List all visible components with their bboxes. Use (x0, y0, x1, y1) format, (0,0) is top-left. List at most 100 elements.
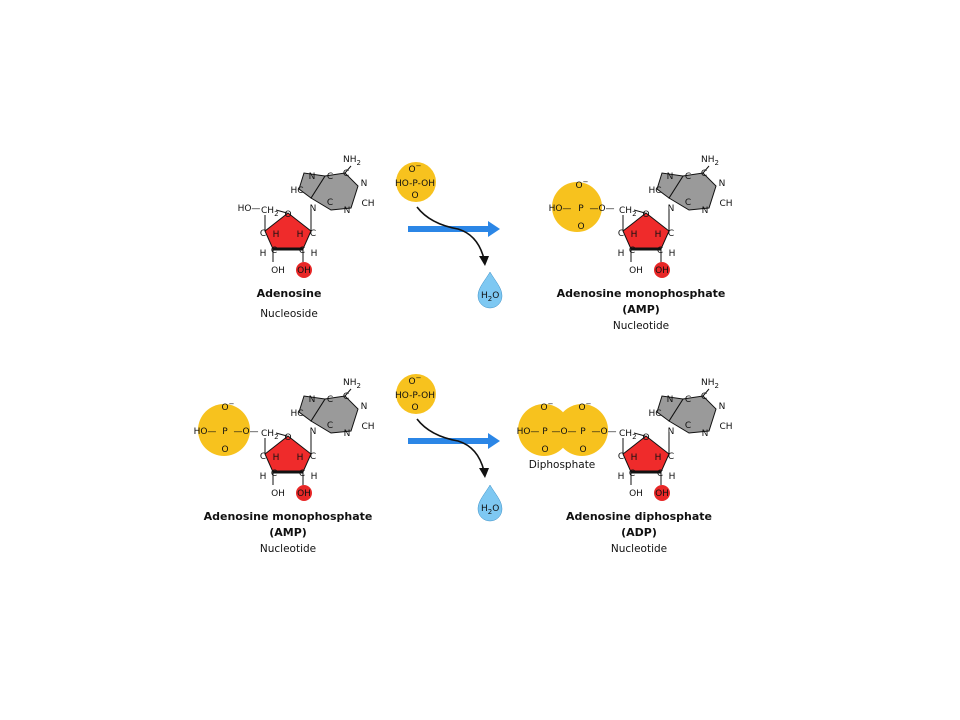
nitrogen-7: N (667, 395, 674, 405)
ring-oxygen: O (284, 210, 291, 220)
carbon-2: C (299, 469, 305, 479)
carbon-2: C (657, 246, 663, 256)
phosphate-a-o-bottom: O (541, 445, 548, 455)
hydroxyl-3: OH (629, 489, 643, 499)
carbon-1: C (668, 452, 674, 462)
product-2-class: Nucleotide (611, 543, 667, 555)
carbon-4: C (618, 452, 624, 462)
hydrogen-2a: H (311, 249, 318, 259)
phosphate-bridge-o: —O— (551, 427, 576, 437)
water-drop-shape (477, 484, 503, 522)
carbon-2: C (657, 469, 663, 479)
hydrogen-1: H (297, 230, 304, 240)
carbon-2b: CH (361, 422, 374, 432)
phosphate-group (198, 404, 250, 456)
phosphate-ester-o: —O— (589, 204, 614, 214)
nitrogen-1: N (719, 402, 726, 412)
hydrogen-1: H (297, 453, 304, 463)
bond (275, 209, 288, 214)
arrow-shaft (408, 438, 490, 444)
hydrogen-4: H (631, 230, 638, 240)
bond (344, 388, 352, 397)
phosphate-o-bottom: O (577, 222, 584, 232)
hydroxyl-highlight (296, 485, 312, 501)
carbon-6: C (701, 169, 707, 179)
phosphorus-b: P (580, 427, 586, 437)
phosphate-alpha (518, 404, 570, 456)
carbon-2b: CH (361, 199, 374, 209)
bond (702, 165, 710, 174)
carbon-5: C (327, 395, 333, 405)
hydrogen-3a: H (260, 472, 267, 482)
product-1-name: Adenosine monophosphate (557, 287, 726, 300)
hydroxyl-2: OH (297, 266, 311, 276)
hydroxyl-highlight (296, 262, 312, 278)
reactant-1-name: Adenosine (257, 287, 322, 300)
imidazole-ring (656, 395, 684, 422)
nitrogen-3: N (344, 429, 351, 439)
phosphate-b-o-bottom: O (579, 445, 586, 455)
carbon-6: C (343, 169, 349, 179)
hydroxyl-3: OH (271, 266, 285, 276)
hydrogen-3a: H (618, 249, 625, 259)
carbon-5: C (685, 172, 691, 182)
phosphate-ho: HO— (549, 204, 572, 214)
water-drop-shape (477, 271, 503, 309)
hydroxyl-3: OH (629, 266, 643, 276)
carbon-6: C (343, 392, 349, 402)
carbon-1: C (310, 452, 316, 462)
imidazole-ring (298, 395, 326, 422)
bond (275, 432, 288, 437)
hydroxyl-highlight (654, 485, 670, 501)
product-2-name: Adenosine diphosphate (566, 510, 712, 523)
nitrogen-9: N (310, 427, 317, 437)
water-label: H2O (481, 291, 499, 303)
phosphate-o-bottom: O (411, 191, 418, 201)
hydrogen-2a: H (669, 472, 676, 482)
carbon-4b: C (327, 421, 333, 431)
ch2-group: CH2 (261, 429, 279, 441)
hydroxyl-2: OH (297, 489, 311, 499)
product-1-caption: Adenosine monophosphate(AMP)Nucleotide (557, 287, 726, 332)
phosphate-group (552, 182, 602, 232)
reactant-2-caption: Adenosine monophosphate(AMP)Nucleotide (204, 510, 373, 555)
phosphate-beta (556, 404, 608, 456)
amine-group: NH2 (343, 155, 361, 167)
ring-oxygen: O (642, 210, 649, 220)
carbon-5: C (685, 395, 691, 405)
carbon-4b: C (685, 198, 691, 208)
amine-group: NH2 (701, 155, 719, 167)
carbon-2: C (299, 246, 305, 256)
nitrogen-1: N (719, 179, 726, 189)
water-drop: H2O (477, 484, 503, 522)
carbon-4b: C (327, 198, 333, 208)
phosphate-reagent (396, 374, 436, 414)
product-2-caption: Adenosine diphosphate(ADP)Nucleotide (566, 510, 712, 555)
carbon-8: HC (648, 186, 661, 196)
carbon-1: C (668, 229, 674, 239)
reactant-1-class: Nucleoside (260, 308, 318, 320)
bond (633, 432, 646, 437)
nitrogen-3: N (702, 429, 709, 439)
carbon-3: C (271, 246, 277, 256)
reactant-2-class: Nucleotide (260, 543, 316, 555)
carbon-4: C (260, 229, 266, 239)
hydrogen-4: H (631, 453, 638, 463)
carbon-3: C (629, 246, 635, 256)
nitrogen-9: N (668, 427, 675, 437)
hydroxyl-2: OH (655, 266, 669, 276)
hydrogen-2a: H (311, 472, 318, 482)
reactant-2-abbreviation: (AMP) (269, 526, 307, 539)
phosphate-ho: HO— (517, 427, 540, 437)
hydrogen-2a: H (669, 249, 676, 259)
hydrogen-3a: H (260, 249, 267, 259)
carbon-2b: CH (719, 199, 732, 209)
hydrogen-3a: H (618, 472, 625, 482)
hydrogen-1: H (655, 453, 662, 463)
nitrogen-9: N (310, 204, 317, 214)
phosphate-o-bottom: O (221, 445, 228, 455)
reaction-arrow (408, 206, 500, 266)
carbon-6: C (701, 392, 707, 402)
